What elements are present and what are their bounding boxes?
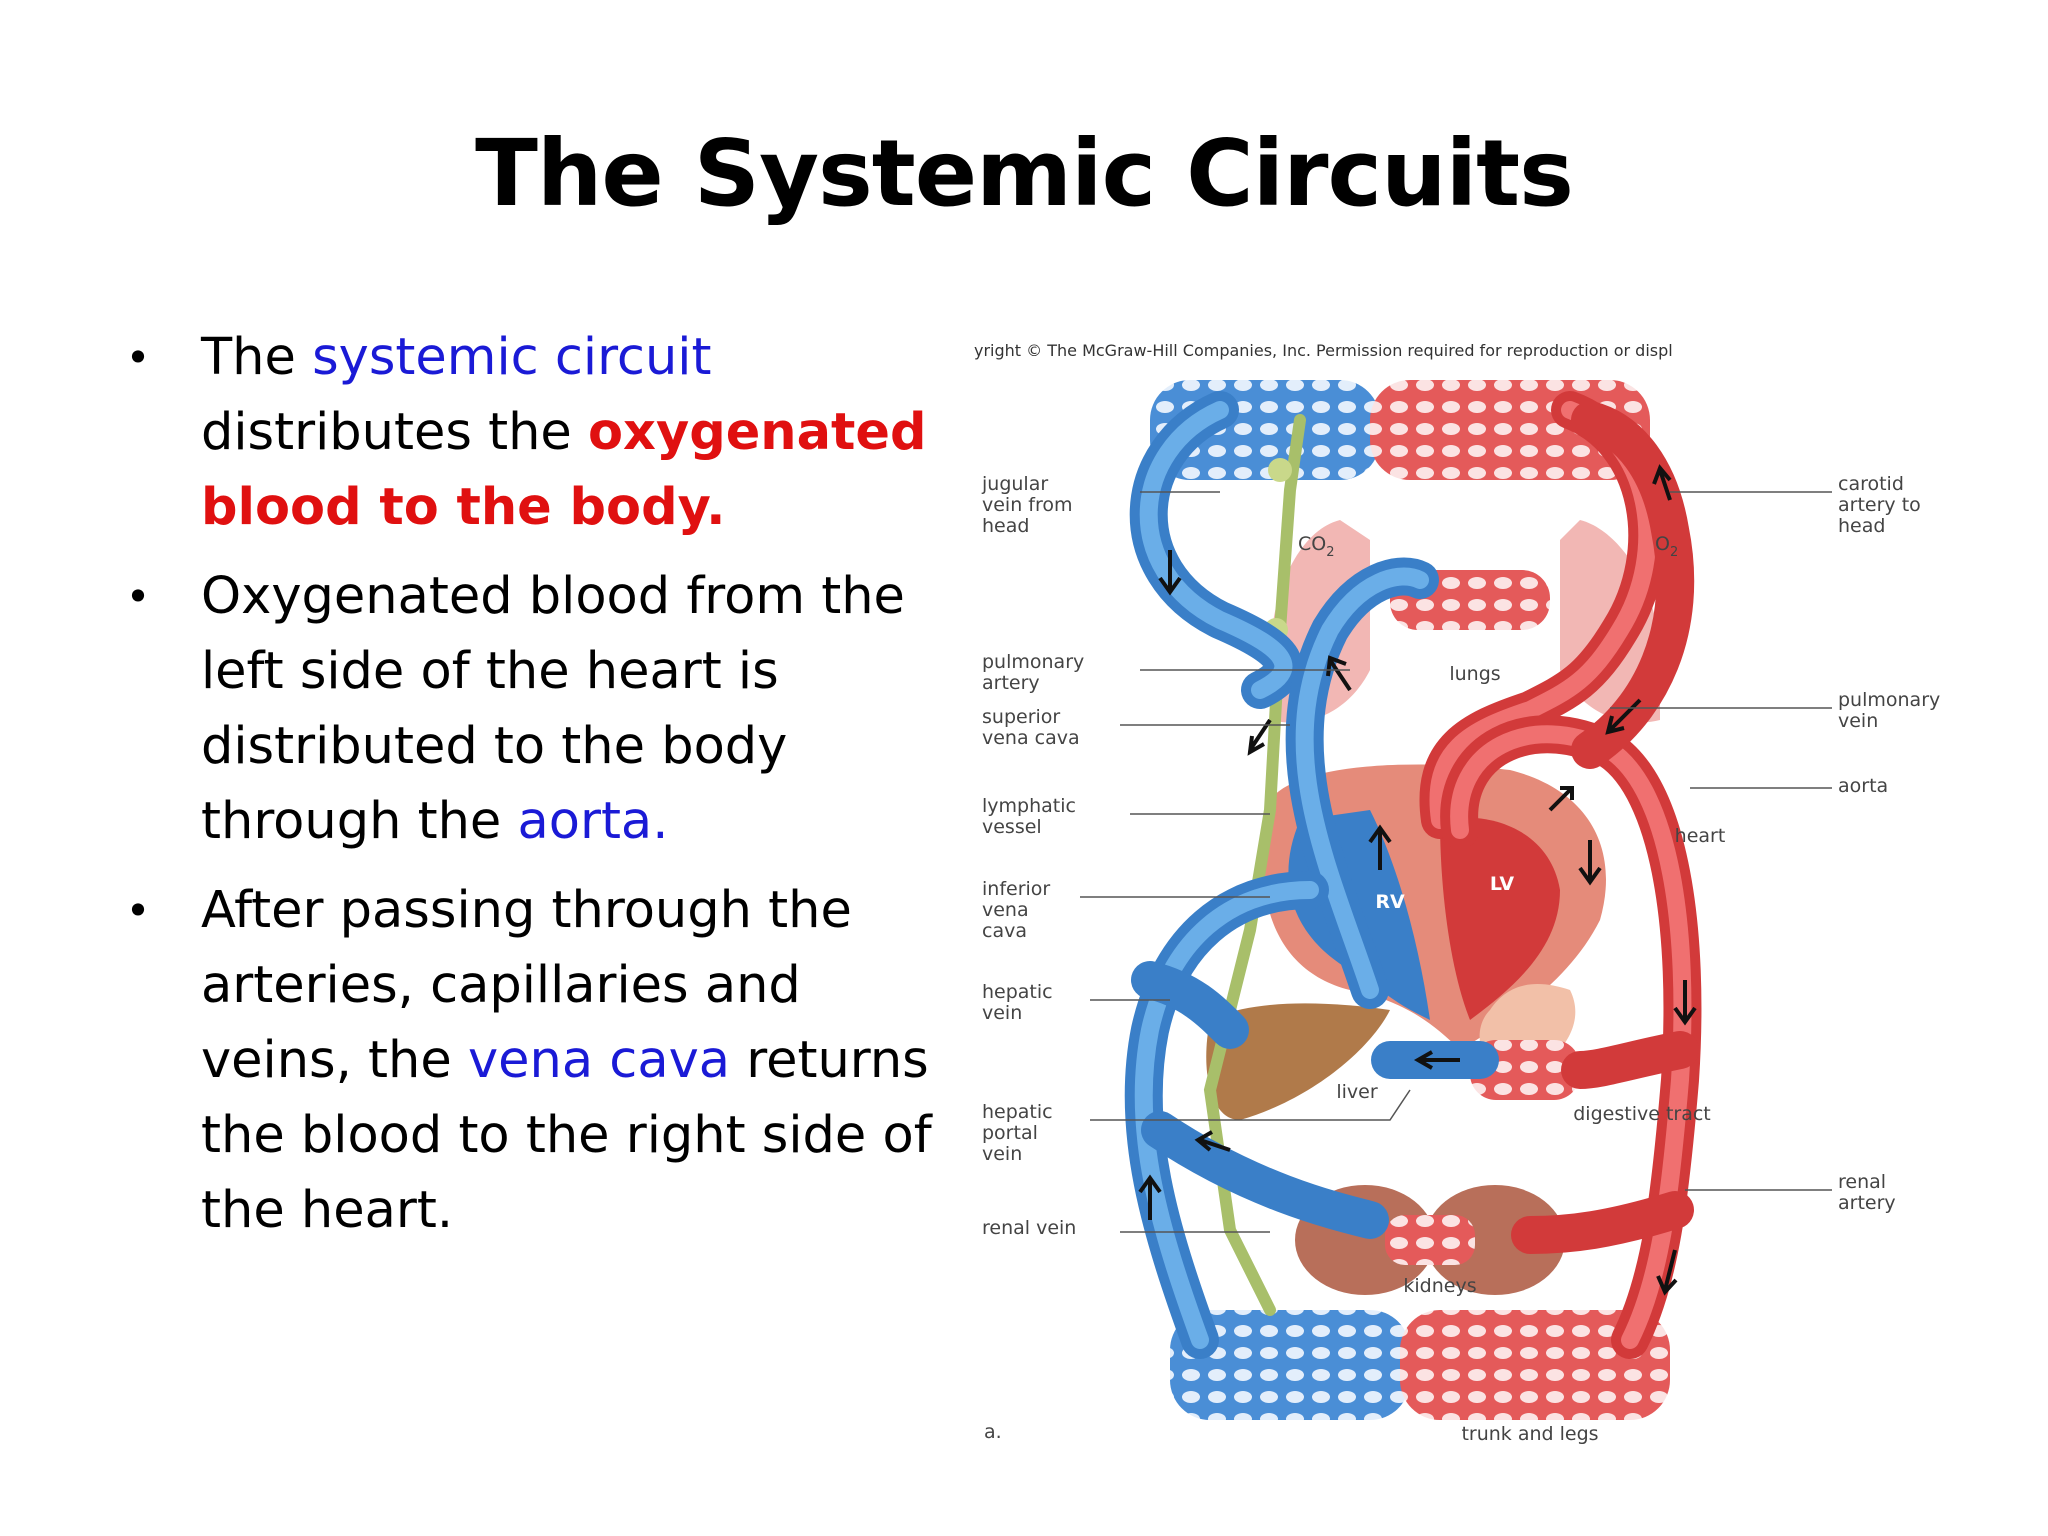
label-rv: RV: [1375, 891, 1405, 913]
renal-artery-path: [1511, 1191, 1694, 1254]
hepatic-vein-path: [1131, 961, 1249, 1049]
bullet-text-part: The: [201, 328, 313, 387]
leader-line: [1090, 1089, 1411, 1121]
label-heart: heart: [1675, 825, 1726, 847]
inferior-vena-cava-highlight: [1134, 881, 1319, 1349]
label-digestive-tract: digestive tract: [1573, 1103, 1711, 1125]
flow-arrow-icon: [1548, 786, 1574, 812]
label-pulmonary-vein: pulmonary vein: [1838, 689, 1946, 732]
flow-arrow-icon: [1368, 824, 1392, 870]
bullet-item: • The systemic circuit distributes the o…: [118, 320, 948, 545]
bullet-dot: •: [125, 333, 151, 382]
lymph-node: [1268, 458, 1292, 482]
label-superior-vena-cava: superior vena cava: [982, 706, 1080, 749]
label-co2: CO2: [1298, 533, 1335, 560]
o2-arrow-icon: [1605, 698, 1642, 735]
circulation-diagram: yright © The McGraw-Hill Companies, Inc.…: [970, 330, 2024, 1460]
label-hepatic-vein: hepatic vein: [982, 981, 1059, 1024]
label-renal-artery: renal artery: [1838, 1171, 1896, 1214]
label-lymphatic-vessel: lymphatic vessel: [982, 795, 1082, 838]
label-panel-letter: a.: [984, 1421, 1002, 1443]
liver-shape: [1206, 1003, 1390, 1120]
circulation-svg: yright © The McGraw-Hill Companies, Inc.…: [974, 341, 1946, 1445]
bullet-item: • Oxygenated blood from the left side of…: [118, 559, 948, 859]
bullet-item: • After passing through the arteries, ca…: [118, 873, 948, 1248]
bullet-text-part: Oxygenated blood from the left side of t…: [201, 567, 905, 851]
label-liver: liver: [1336, 1081, 1377, 1103]
label-jugular-vein: jugular vein from head: [981, 473, 1079, 537]
flow-arrow-icon: [1656, 1249, 1678, 1296]
bullet-text: After passing through the arteries, capi…: [201, 881, 932, 1240]
label-trunk-and-legs: trunk and legs: [1461, 1423, 1598, 1445]
bullet-dot: •: [125, 572, 151, 621]
pulmonary-artery-highlight: [1295, 567, 1429, 999]
label-renal-vein: renal vein: [982, 1217, 1076, 1239]
bullet-text: Oxygenated blood from the left side of t…: [201, 567, 905, 851]
term-systemic-circuit: systemic circuit: [312, 328, 712, 387]
bullet-text-part: After passing through the arteries, capi…: [201, 881, 852, 1090]
flow-arrow-icon: [1138, 1174, 1162, 1220]
slide-title: The Systemic Circuits: [475, 120, 1574, 227]
flow-arrow-icon: [1158, 550, 1182, 596]
label-pulmonary-artery: pulmonary artery: [982, 651, 1090, 694]
label-lungs: lungs: [1449, 663, 1500, 685]
bullet-text: The systemic circuit distributes the oxy…: [201, 328, 927, 537]
bullet-dot: •: [125, 886, 151, 935]
mesenteric-artery-path: [1561, 1031, 1699, 1089]
flow-arrow-icon: [1673, 980, 1697, 1026]
body-capillaries-arterial: [1400, 1310, 1670, 1420]
kidney-capillaries: [1385, 1215, 1475, 1265]
jugular-vein-highlight: [1139, 401, 1293, 699]
label-kidneys: kidneys: [1403, 1275, 1476, 1297]
right-kidney: [1425, 1185, 1565, 1295]
bullet-list: • The systemic circuit distributes the o…: [118, 320, 948, 1262]
label-aorta: aorta: [1838, 775, 1888, 797]
bullet-text-part: distributes the: [201, 403, 589, 462]
flow-arrow-icon: [1413, 1050, 1460, 1070]
left-ventricle: [1440, 817, 1560, 1020]
flow-arrow-icon: [1652, 464, 1672, 501]
flow-arrow-icon: [1194, 1130, 1231, 1152]
bullet-text-part: returns the blood to the right side of t…: [201, 1031, 932, 1240]
term-aorta: aorta.: [517, 792, 669, 851]
term-oxygenated-blood: oxygenated blood to the body.: [201, 403, 927, 537]
body-capillaries-venous: [1170, 1310, 1410, 1420]
copyright-text: yright © The McGraw-Hill Companies, Inc.…: [974, 341, 1673, 360]
label-inferior-vena-cava: inferior vena cava: [982, 878, 1056, 942]
label-carotid-artery: carotid artery to head: [1838, 473, 1927, 537]
lymphatic-vessel-path: [1203, 414, 1306, 1316]
label-lv: LV: [1490, 873, 1514, 895]
term-vena-cava: vena cava: [467, 1031, 731, 1090]
label-o2: O2: [1655, 533, 1678, 560]
label-hepatic-portal-vein: hepatic portal vein: [982, 1101, 1059, 1165]
flow-arrow-icon: [1578, 840, 1602, 886]
renal-vein-path: [1141, 1111, 1389, 1239]
